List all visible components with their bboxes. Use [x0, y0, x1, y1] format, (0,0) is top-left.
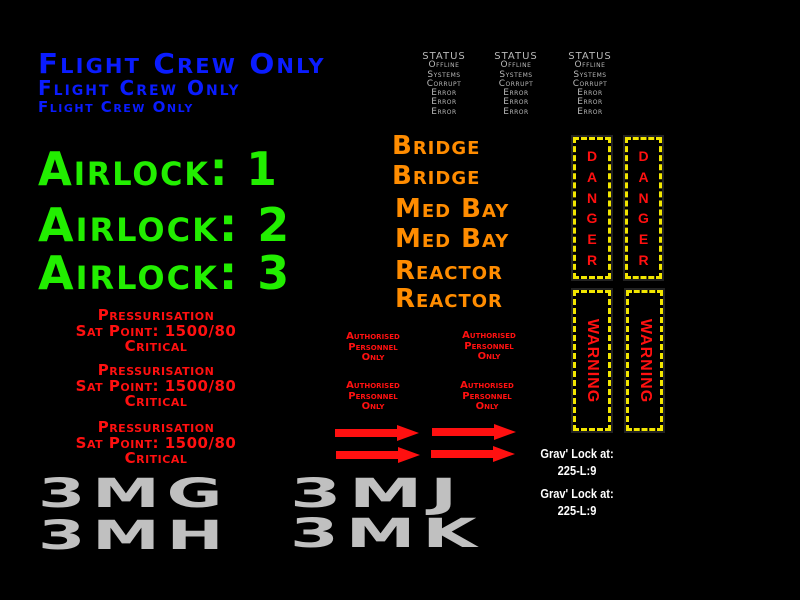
pressure-block: Pressurisation Sat Point: 1500/80 Critic…: [38, 361, 274, 410]
pressure-sat-point: Sat Point: 1500/80: [75, 376, 237, 395]
status-line: Corrupt: [426, 78, 462, 89]
auth-line: Personnel: [464, 340, 514, 352]
location-sign-medbay: Med Bay: [395, 224, 510, 254]
crew-sign-small: Flight Crew Only: [38, 98, 194, 116]
crew-sign-medium: Flight Crew Only: [38, 76, 241, 100]
location-sign-reactor: Reactor: [395, 256, 503, 286]
arrow-right-icon: [432, 424, 516, 440]
location-sign-reactor: Reactor: [395, 284, 503, 314]
auth-line: Only: [361, 352, 385, 363]
danger-letter: R: [586, 251, 598, 268]
auth-line: Authorised: [346, 380, 400, 391]
danger-letter: E: [587, 230, 597, 247]
status-column: STATUS Offline Systems Corrupt Error Err…: [478, 51, 554, 117]
auth-line: Only: [361, 401, 385, 412]
danger-letter: D: [638, 148, 649, 165]
grav-lock-value: 225-L:9: [557, 463, 597, 478]
pressure-title: Pressurisation: [97, 418, 215, 436]
warning-sign: WARNING: [571, 288, 613, 433]
status-line: Offline: [500, 60, 532, 71]
auth-line: Authorised: [346, 331, 400, 342]
auth-line: Authorised: [462, 330, 516, 341]
grav-lock-label: Grav' Lock at: 225-L:9: [537, 485, 617, 519]
pressure-sat-point: Sat Point: 1500/80: [75, 433, 237, 452]
pressure-block: Pressurisation Sat Point: 1500/80 Critic…: [38, 306, 274, 355]
status-column: STATUS Offline Systems Corrupt Error Err…: [552, 51, 628, 117]
status-line: Corrupt: [498, 78, 534, 89]
grav-lock-line: Grav' Lock at:: [540, 486, 614, 501]
auth-line: Only: [475, 401, 499, 412]
location-sign-bridge: Bridge: [392, 131, 481, 161]
danger-letter: G: [638, 210, 649, 227]
status-line: Error: [577, 106, 603, 117]
airlock-sign-1: Airlock: 1: [38, 142, 279, 196]
status-line: Error: [431, 97, 457, 108]
arrow-right-icon: [335, 425, 419, 441]
pressure-state: Critical: [124, 337, 188, 355]
danger-letter: A: [586, 168, 598, 185]
authorised-sign: Authorised Personnel Only: [328, 380, 418, 413]
status-line: Offline: [428, 60, 460, 71]
status-line: Error: [577, 97, 603, 108]
authorised-sign: Authorised Personnel Only: [442, 380, 532, 413]
status-line: Systems: [427, 69, 461, 80]
status-line: Corrupt: [572, 78, 608, 89]
pressure-block: Pressurisation Sat Point: 1500/80 Critic…: [38, 418, 274, 467]
auth-line: Personnel: [348, 390, 398, 402]
code-sign-3mh: 3MH: [38, 513, 231, 559]
code-sign-3mg: 3MG: [38, 471, 230, 517]
arrow-right-icon: [336, 447, 420, 463]
location-sign-medbay: Med Bay: [395, 194, 510, 224]
code-sign-3mj: 3MJ: [290, 471, 465, 517]
danger-letter: E: [638, 230, 649, 247]
status-label: STATUS: [568, 51, 612, 62]
airlock-sign-2: Airlock: 2: [38, 198, 292, 252]
status-line: Error: [431, 106, 457, 117]
pressure-sat-point: Sat Point: 1500/80: [75, 321, 237, 340]
status-line: Error: [503, 106, 529, 117]
status-label: STATUS: [494, 51, 538, 62]
grav-lock-line: Grav' Lock at:: [540, 446, 614, 461]
auth-line: Authorised: [460, 380, 514, 391]
crew-sign-large: Flight Crew Only: [38, 47, 326, 80]
danger-letter: A: [638, 168, 649, 185]
status-line: Systems: [499, 69, 533, 80]
danger-letter: G: [586, 210, 598, 227]
warning-sign: WARNING: [624, 288, 665, 433]
status-line: Error: [503, 97, 529, 108]
status-line: Systems: [573, 69, 607, 80]
code-sign-3mk: 3MK: [290, 511, 484, 557]
pressure-state: Critical: [124, 449, 188, 467]
danger-letter: N: [638, 189, 649, 206]
auth-line: Personnel: [462, 390, 512, 402]
warning-text: WARNING: [636, 318, 654, 403]
danger-letter: D: [586, 148, 598, 165]
status-line: Error: [577, 88, 603, 99]
status-line: Offline: [574, 60, 606, 71]
status-line: Error: [503, 88, 529, 99]
danger-letter: N: [586, 189, 598, 206]
arrow-right-icon: [431, 446, 515, 462]
airlock-sign-3: Airlock: 3: [38, 246, 292, 300]
danger-letter: R: [638, 251, 649, 268]
status-line: Error: [431, 88, 457, 99]
authorised-sign: Authorised Personnel Only: [328, 331, 418, 364]
pressure-title: Pressurisation: [97, 306, 215, 324]
auth-line: Personnel: [348, 341, 398, 353]
location-sign-bridge: Bridge: [392, 161, 481, 191]
status-label: STATUS: [422, 51, 466, 62]
grav-lock-label: Grav' Lock at: 225-L:9: [537, 445, 617, 479]
grav-lock-value: 225-L:9: [557, 503, 597, 518]
status-column: STATUS Offline Systems Corrupt Error Err…: [406, 51, 482, 117]
pressure-state: Critical: [124, 392, 188, 410]
pressure-title: Pressurisation: [97, 361, 215, 379]
authorised-sign: Authorised Personnel Only: [444, 330, 534, 363]
auth-line: Only: [477, 351, 501, 362]
warning-text: WARNING: [584, 318, 601, 403]
